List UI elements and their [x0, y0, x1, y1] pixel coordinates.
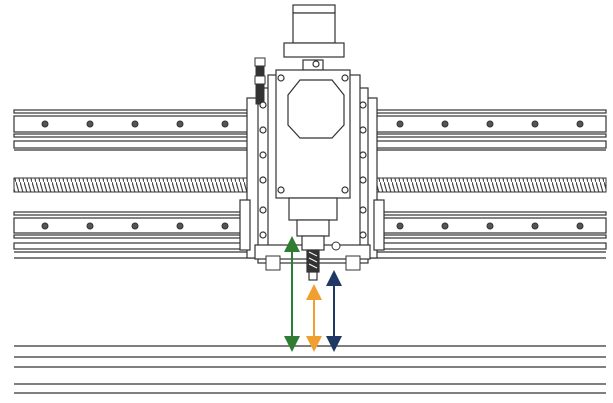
rail-screw-icon	[41, 222, 49, 230]
upper-rail-screws	[41, 120, 584, 128]
motor-mount-plate	[275, 69, 351, 237]
bolt-icon	[359, 126, 367, 134]
rail-screw-icon	[576, 222, 584, 230]
rail-screw-icon	[396, 120, 404, 128]
lower-rail-screws	[41, 222, 584, 230]
work-surface	[14, 345, 606, 394]
rail-screw-icon	[176, 120, 184, 128]
bolt-icon	[259, 126, 267, 134]
bolt-icon	[259, 176, 267, 184]
rail-screw-icon	[441, 120, 449, 128]
rail-screw-icon	[41, 120, 49, 128]
rail-screw-icon	[86, 222, 94, 230]
rail-screw-icon	[486, 120, 494, 128]
bolt-icon	[312, 60, 320, 68]
proximity-sensor	[254, 57, 266, 105]
rail-screw-icon	[221, 120, 229, 128]
bolt-icon	[259, 231, 267, 239]
bolt-icon	[259, 101, 267, 109]
stepper-motor	[283, 4, 345, 71]
bolt-icon	[341, 74, 349, 82]
bolt-icon	[259, 151, 267, 159]
rail-screw-icon	[531, 120, 539, 128]
rail-screw-icon	[531, 222, 539, 230]
bolt-icon	[359, 151, 367, 159]
rail-screw-icon	[131, 120, 139, 128]
bolt-icon	[359, 206, 367, 214]
rail-screw-icon	[86, 120, 94, 128]
rail-screw-icon	[131, 222, 139, 230]
carriage-bolts	[259, 60, 367, 239]
rail-screw-icon	[176, 222, 184, 230]
bolt-icon	[359, 101, 367, 109]
bolt-icon	[277, 186, 285, 194]
bolt-icon	[359, 176, 367, 184]
rail-screw-icon	[396, 222, 404, 230]
rail-screw-icon	[441, 222, 449, 230]
rail-screw-icon	[576, 120, 584, 128]
spindle-collet	[301, 235, 325, 281]
bolt-icon	[341, 186, 349, 194]
bolt-icon	[277, 74, 285, 82]
rail-screw-icon	[221, 222, 229, 230]
bolt-icon	[259, 206, 267, 214]
bolt-icon	[359, 231, 367, 239]
rail-screw-icon	[486, 222, 494, 230]
